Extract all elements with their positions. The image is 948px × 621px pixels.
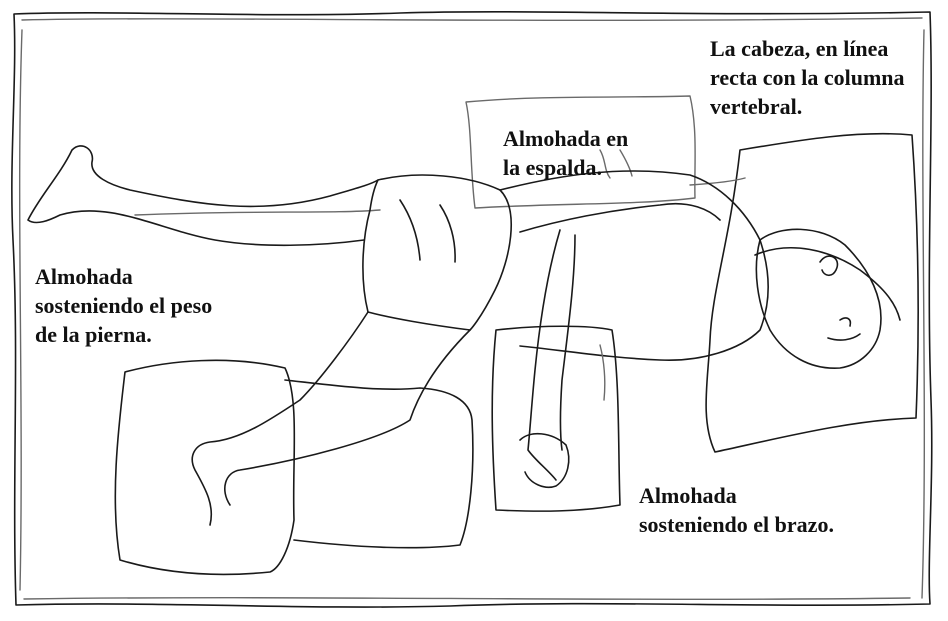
back-pillow: [465, 95, 696, 209]
bed-edge: [134, 177, 746, 216]
lower-leg: [191, 311, 471, 526]
back-label-line-2: la espalda.: [503, 155, 603, 180]
hip: [362, 174, 512, 331]
head-pillow: [705, 132, 919, 453]
arm-label-line-2: sosteniendo el brazo.: [639, 512, 834, 537]
leg-label-line-2: sosteniendo el peso: [35, 293, 213, 318]
leg-pillow-back: [284, 379, 474, 549]
leg-pillow: [114, 359, 296, 576]
upper-leg: [27, 145, 379, 247]
arm-label-line-1: Almohada: [639, 483, 737, 508]
arm: [527, 229, 576, 481]
sketch-frame: [11, 11, 933, 608]
head-label-line-3: vertebral.: [710, 94, 803, 119]
hand: [519, 432, 570, 488]
hair: [754, 247, 901, 321]
ear: [819, 255, 839, 277]
head-label-line-1: La cabeza, en línea: [710, 36, 889, 61]
face-features: [827, 317, 861, 341]
back-label-line-1: Almohada en: [503, 126, 629, 151]
sketch-frame-inner: [18, 17, 926, 600]
leg-label-line-1: Almohada: [35, 264, 133, 289]
head-alignment-label: La cabeza, en línea recta con la columna…: [710, 34, 905, 121]
leg-label-line-3: de la pierna.: [35, 322, 152, 347]
leg-pillow-label: Almohada sosteniendo el peso de la piern…: [35, 262, 212, 349]
arm-pillow-label: Almohada sosteniendo el brazo.: [639, 481, 834, 539]
back-pillow-label: Almohada en la espalda.: [503, 124, 628, 182]
arm-pillow: [491, 325, 621, 512]
head-label-line-2: recta con la columna: [710, 65, 905, 90]
torso: [499, 170, 770, 362]
head: [755, 228, 882, 369]
